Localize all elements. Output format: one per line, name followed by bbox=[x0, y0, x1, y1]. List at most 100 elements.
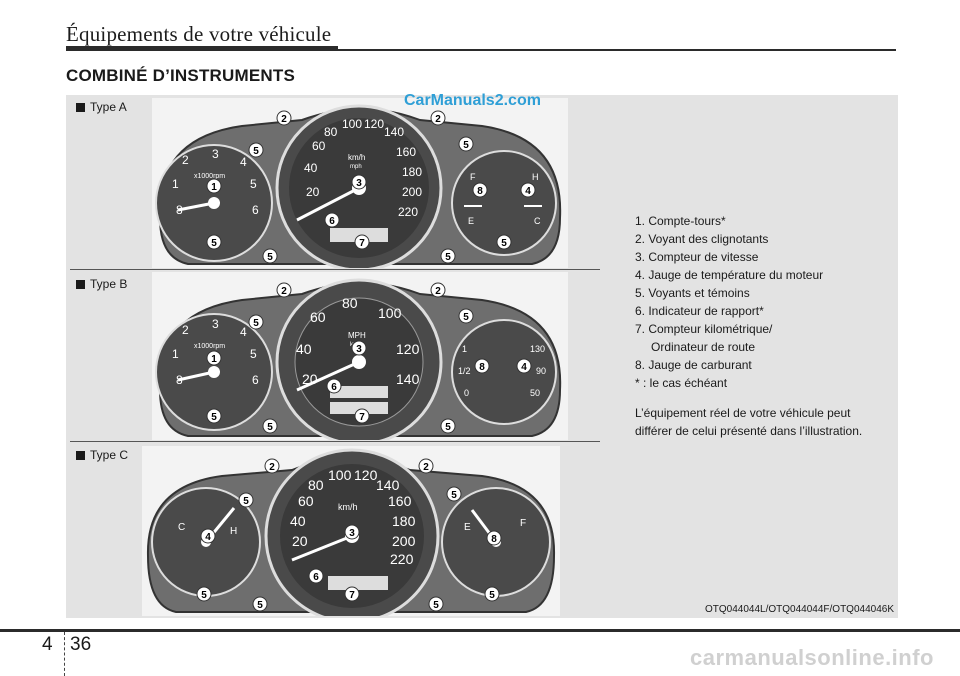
speedo-tick: 140 bbox=[384, 125, 404, 139]
speedo-tick: 220 bbox=[398, 205, 418, 219]
callout-marker: 7 bbox=[359, 238, 365, 249]
carmanuals-watermark: CarManuals2.com bbox=[404, 92, 541, 109]
footer-rule bbox=[0, 629, 960, 632]
cluster-type-b: 1 2 3 4 5 6 8 x1000rpm 20 40 60 80 100 1… bbox=[152, 272, 568, 440]
speedo-tick: 120 bbox=[396, 341, 420, 357]
header-rule-thick bbox=[66, 46, 338, 51]
callout-marker: 5 bbox=[445, 252, 451, 263]
legend-item: 2. Voyant des clignotants bbox=[635, 232, 769, 246]
tach-tick: 5 bbox=[250, 347, 257, 361]
callout-marker: 3 bbox=[356, 178, 362, 189]
tach-tick: 2 bbox=[182, 323, 189, 337]
callout-marker: 2 bbox=[269, 462, 275, 473]
chapter-number: 4 bbox=[42, 634, 53, 655]
speedo-tick: 120 bbox=[364, 117, 384, 131]
tach-unit: x1000rpm bbox=[194, 343, 225, 350]
callout-marker: 5 bbox=[463, 312, 469, 323]
callout-marker: 5 bbox=[451, 490, 457, 501]
callout-marker: 5 bbox=[445, 422, 451, 433]
callout-marker: 2 bbox=[281, 286, 287, 297]
speedo-tick: 120 bbox=[354, 467, 378, 483]
type-b-label: Type B bbox=[76, 277, 127, 291]
speedo-tick: 180 bbox=[392, 513, 416, 529]
callout-marker: 3 bbox=[349, 528, 355, 539]
legend-note-line: différer de celui présenté dans l’illust… bbox=[635, 424, 863, 438]
callout-marker: 6 bbox=[313, 572, 319, 583]
legend-item: 5. Voyants et témoins bbox=[635, 286, 750, 300]
legend-note-line: L’équipement réel de votre véhicule peut bbox=[635, 406, 851, 420]
callout-marker: 2 bbox=[435, 114, 441, 125]
temp-label-hot: H bbox=[532, 172, 539, 182]
legend-item: 8. Jauge de carburant bbox=[635, 358, 752, 372]
callout-marker: 5 bbox=[211, 412, 217, 423]
callout-marker: 5 bbox=[267, 252, 273, 263]
cluster-a-illustration: 1 2 3 4 5 6 8 x1000rpm 20 40 60 80 100 1… bbox=[155, 104, 562, 268]
speedo-tick: 180 bbox=[402, 165, 422, 179]
divider-b-c bbox=[70, 441, 600, 442]
page-number: 36 bbox=[70, 634, 92, 655]
divider-a-b bbox=[70, 269, 600, 270]
callout-marker: 6 bbox=[331, 382, 337, 393]
speedo-tick: 200 bbox=[402, 185, 422, 199]
speedo-tick: 20 bbox=[292, 533, 308, 549]
legend-item: 3. Compteur de vitesse bbox=[635, 250, 759, 264]
temp-label-90: 90 bbox=[536, 366, 546, 376]
callout-marker: 5 bbox=[463, 140, 469, 151]
speedo-unit: km/h bbox=[338, 502, 358, 512]
fuel-label-full: F bbox=[470, 172, 476, 182]
speedo-subunit: mph bbox=[350, 164, 362, 170]
legend-item: 6. Indicateur de rapport* bbox=[635, 304, 764, 318]
speedo-tick: 140 bbox=[376, 477, 400, 493]
page-number-divider bbox=[64, 632, 65, 676]
temp-label-130: 130 bbox=[530, 344, 545, 354]
callout-marker: 6 bbox=[329, 216, 335, 227]
callout-marker: 2 bbox=[281, 114, 287, 125]
legend-item: 7. Compteur kilométrique/ bbox=[635, 322, 773, 336]
callout-marker: 8 bbox=[491, 534, 497, 545]
speedo-tick: 20 bbox=[302, 371, 318, 387]
legend-item: 4. Jauge de température du moteur bbox=[635, 268, 824, 282]
fuel-label-empty: E bbox=[464, 522, 471, 533]
callout-marker: 4 bbox=[525, 186, 531, 197]
callout-marker: 5 bbox=[433, 600, 439, 611]
callout-marker: 4 bbox=[521, 362, 527, 373]
tach-tick: 6 bbox=[252, 203, 259, 217]
cluster-type-a: 1 2 3 4 5 6 8 x1000rpm 20 40 60 80 100 1… bbox=[152, 98, 568, 268]
callout-marker: 7 bbox=[359, 412, 365, 423]
callout-marker: 5 bbox=[253, 146, 259, 157]
legend-item-continuation: Ordinateur de route bbox=[651, 340, 756, 354]
page-header-title: Équipements de votre véhicule bbox=[66, 22, 332, 46]
speedo-tick: 100 bbox=[378, 305, 402, 321]
speedo-tick: 60 bbox=[298, 493, 314, 509]
callout-marker: 4 bbox=[205, 532, 211, 543]
callout-marker: 5 bbox=[267, 422, 273, 433]
callout-marker: 3 bbox=[356, 344, 362, 355]
callout-marker: 5 bbox=[243, 496, 249, 507]
tach-tick: 2 bbox=[182, 153, 189, 167]
type-c-label: Type C bbox=[76, 448, 128, 462]
tach-tick: 4 bbox=[240, 325, 247, 339]
callout-marker: 1 bbox=[211, 354, 217, 365]
fuel-label-empty: 0 bbox=[464, 388, 469, 398]
fuel-label-empty: E bbox=[468, 216, 474, 226]
speedo-tick: 40 bbox=[304, 161, 318, 175]
tach-tick: 5 bbox=[250, 177, 257, 191]
callout-marker: 2 bbox=[435, 286, 441, 297]
fuel-label-full: F bbox=[520, 518, 526, 529]
legend-list: 1. Compte-tours* 2. Voyant des clignotan… bbox=[635, 212, 862, 440]
cluster-c-illustration: 20 40 60 80 100 120 140 160 180 200 220 … bbox=[146, 448, 556, 616]
callout-marker: 8 bbox=[479, 362, 485, 373]
callout-marker: 5 bbox=[257, 600, 263, 611]
fuel-label-half: 1/2 bbox=[458, 366, 471, 376]
tach-tick: 8 bbox=[176, 373, 183, 387]
header-rule-thin bbox=[338, 49, 896, 51]
speedo-tick: 80 bbox=[324, 125, 338, 139]
tach-tick: 1 bbox=[172, 177, 179, 191]
speedo-tick: 160 bbox=[396, 145, 416, 159]
speedo-tick: 20 bbox=[306, 185, 320, 199]
tach-tick: 1 bbox=[172, 347, 179, 361]
fuel-label-full: 1 bbox=[462, 344, 467, 354]
callout-marker: 5 bbox=[211, 238, 217, 249]
type-a-label: Type A bbox=[76, 100, 127, 114]
cluster-type-c: 20 40 60 80 100 120 140 160 180 200 220 … bbox=[142, 446, 560, 616]
